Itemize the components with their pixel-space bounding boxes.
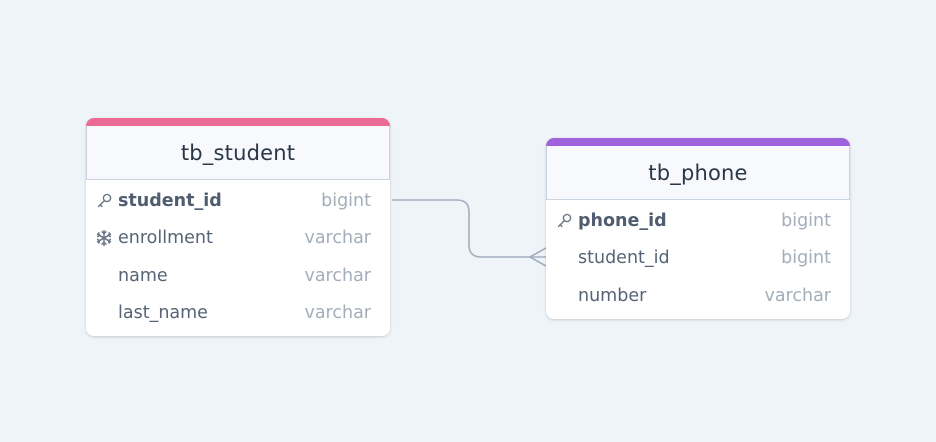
column-list: student_id bigint xyxy=(86,180,390,336)
column-type: bigint xyxy=(781,248,831,269)
column-name: last_name xyxy=(118,303,208,324)
table-title: tb_student xyxy=(180,140,296,165)
column-type: varchar xyxy=(304,303,371,324)
column-row-number[interactable]: number varchar xyxy=(546,277,850,315)
column-name: enrollment xyxy=(118,228,213,249)
key-icon xyxy=(555,212,573,230)
column-name: name xyxy=(118,265,168,286)
table-title: tb_phone xyxy=(648,160,748,185)
relationship-line xyxy=(392,199,546,258)
crowfoot-many-icon xyxy=(529,247,547,267)
table-accent-bar xyxy=(86,118,390,126)
column-type: bigint xyxy=(781,210,831,231)
snowflake-icon xyxy=(95,229,113,247)
table-header[interactable]: tb_phone xyxy=(546,146,850,200)
table-accent-bar xyxy=(546,138,850,146)
column-name: student_id xyxy=(118,190,222,211)
column-type: varchar xyxy=(764,285,831,306)
table-card-student[interactable]: tb_student student_id bigint xyxy=(86,118,390,336)
column-row-student-id[interactable]: student_id bigint xyxy=(546,240,850,278)
column-list: phone_id bigint student_id bigint number… xyxy=(546,200,850,319)
column-name: phone_id xyxy=(578,210,667,231)
table-card-phone[interactable]: tb_phone phone_id bigint student_id bigi… xyxy=(546,138,850,319)
key-icon xyxy=(95,192,113,210)
column-name: number xyxy=(578,285,647,306)
column-type: varchar xyxy=(304,265,371,286)
column-row-last-name[interactable]: last_name varchar xyxy=(86,295,390,333)
column-row-enrollment[interactable]: enrollment varchar xyxy=(86,220,390,258)
column-type: bigint xyxy=(321,190,371,211)
column-row-name[interactable]: name varchar xyxy=(86,257,390,295)
table-header[interactable]: tb_student xyxy=(86,126,390,180)
column-type: varchar xyxy=(304,228,371,249)
column-name: student_id xyxy=(578,248,670,269)
column-row-student-id[interactable]: student_id bigint xyxy=(86,182,390,220)
column-row-phone-id[interactable]: phone_id bigint xyxy=(546,202,850,240)
